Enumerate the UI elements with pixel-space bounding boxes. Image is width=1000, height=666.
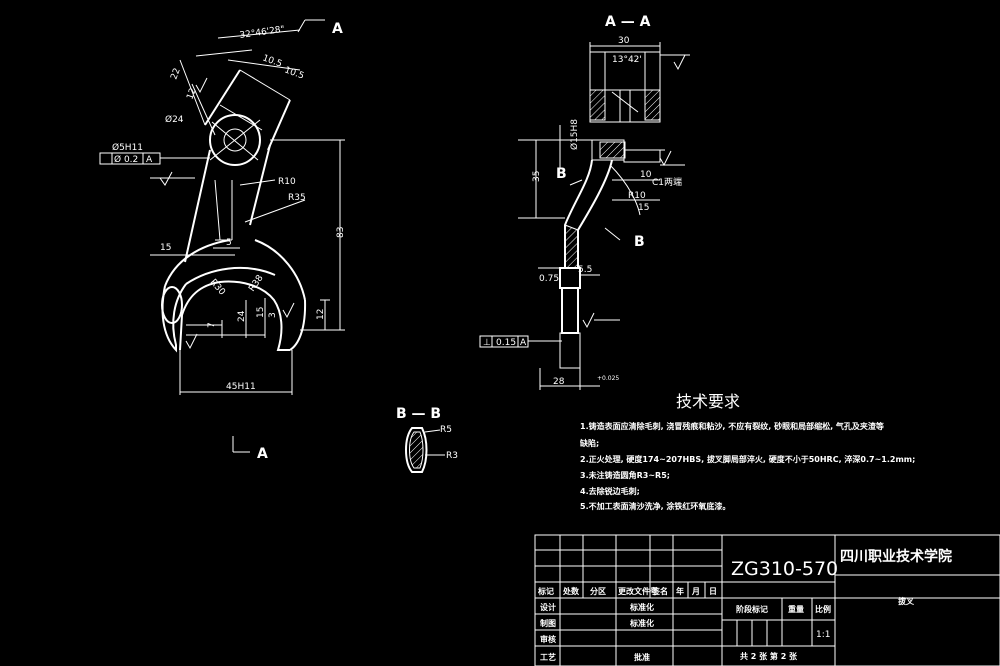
dim-c1: C1两端 — [652, 176, 682, 188]
col-header: 签名 — [651, 586, 668, 596]
dim-45h11: 45H11 — [226, 382, 256, 392]
requirement-item: 5.不加工表面清沙洗净, 涂铁红环氧底漆。 — [580, 501, 730, 511]
section-bb-title: B — B — [396, 406, 441, 422]
row-label-draw: 制图 — [540, 618, 556, 628]
col-header: 处数 — [562, 586, 580, 596]
section-aa-title: A — A — [605, 14, 651, 30]
weight-label: 重量 — [788, 604, 804, 614]
mid-label: 标准化 — [629, 602, 654, 612]
dim-7: 7 — [207, 322, 217, 328]
tol-datum-front: A — [146, 155, 153, 165]
requirement-item: 2.正火处理, 硬度174~207HBS, 拔叉脚局部淬火, 硬度不小于50HR… — [580, 454, 915, 464]
title-block: ZG310-570 四川职业技术学院 拔叉 标记 处数 分区 更改文件号 签名 … — [534, 534, 1000, 666]
row-label-design: 设计 — [540, 602, 556, 612]
col-header: 月 — [691, 587, 700, 596]
dim-angle-aa: 13°42' — [612, 55, 642, 65]
scale-label: 比例 — [815, 604, 831, 614]
dim-10-5b: 10.5 — [283, 65, 305, 81]
dim-0-75: 0.75 — [539, 274, 559, 284]
requirements-title: 技术要求 — [676, 392, 740, 411]
requirement-item: 1.铸造表面应清除毛刺, 浇冒残痕和粘沙, 不应有裂纹, 砂眼和局部缩松, 气孔… — [580, 421, 884, 431]
technical-requirements: 技术要求 1.铸造表面应清除毛刺, 浇冒残痕和粘沙, 不应有裂纹, 砂眼和局部缩… — [579, 392, 915, 511]
col-header: 年 — [676, 586, 684, 596]
col-header: 日 — [709, 587, 717, 596]
dim-10-5a: 10.5 — [261, 53, 283, 69]
section-bb-view: B — B R5 R3 — [396, 406, 458, 473]
dim-28-sup: +0.025 — [597, 375, 619, 382]
dim-30: 30 — [618, 36, 630, 46]
dim-10-aa: 10 — [640, 170, 652, 180]
row-label-process: 工艺 — [540, 652, 556, 662]
stage-label: 阶段标记 — [736, 604, 768, 614]
dim-15-aa: 15 — [638, 203, 649, 213]
dim-3: 3 — [268, 312, 278, 318]
tol-datum-aa: A — [520, 338, 527, 348]
mid-label: 批准 — [634, 652, 650, 662]
row-label-review: 审核 — [540, 634, 556, 644]
dim-24: 24 — [237, 310, 247, 322]
dim-r10-aa: R10 — [628, 191, 646, 201]
dim-r5: R5 — [440, 425, 452, 435]
requirement-item: 3.未注铸造圆角R3~R5; — [580, 470, 670, 480]
part-name: 拔叉 — [898, 596, 915, 606]
dim-28: 28 — [553, 377, 565, 387]
dim-83: 83 — [336, 227, 346, 238]
dim-22: 22 — [169, 67, 182, 81]
requirement-item: 缺陷; — [579, 438, 599, 448]
dim-r35: R35 — [288, 193, 306, 203]
dim-5-5: 5.5 — [578, 265, 592, 275]
section-mark-a-top: A — [332, 21, 343, 37]
section-mark-a-bottom: A — [257, 446, 268, 462]
col-header: 更改文件号 — [618, 586, 658, 596]
dim-r10: R10 — [278, 177, 296, 187]
material-code: ZG310-570 — [731, 558, 838, 580]
dim-r30: R30 — [208, 278, 227, 298]
section-mark-b-left: B — [556, 166, 567, 182]
col-header: 标记 — [537, 586, 554, 596]
dim-d5h11: Ø5H11 — [112, 142, 143, 153]
dim-d24: Ø24 — [165, 114, 184, 125]
mid-label: 标准化 — [629, 618, 654, 628]
sheet-info: 共 2 张 第 2 张 — [740, 651, 798, 661]
section-mark-b-right: B — [634, 234, 645, 250]
dim-angle: 32°46'28" — [239, 25, 285, 41]
dim-12b: 12 — [316, 309, 326, 320]
dim-d15h8: Ø15H8 — [569, 119, 580, 150]
dim-35: 35 — [532, 171, 542, 182]
section-aa-view: A — A 30 13°42' — [479, 14, 690, 390]
front-view: A — [99, 19, 346, 462]
scale-value: 1:1 — [816, 630, 830, 640]
dim-15b: 15 — [256, 307, 266, 318]
tol-value-front: Ø 0.2 — [114, 154, 138, 165]
requirement-item: 4.去除锐边毛刺; — [580, 486, 640, 496]
dim-15a: 15 — [160, 243, 171, 253]
col-header: 分区 — [590, 586, 606, 596]
tol-value-aa: 0.15 — [496, 338, 516, 348]
dim-12a: 12 — [185, 87, 198, 101]
school-name: 四川职业技术学院 — [840, 548, 952, 565]
tol-symbol-aa: ⊥ — [483, 338, 491, 348]
dim-5: 5 — [226, 238, 232, 248]
dim-r3: R3 — [446, 451, 458, 461]
